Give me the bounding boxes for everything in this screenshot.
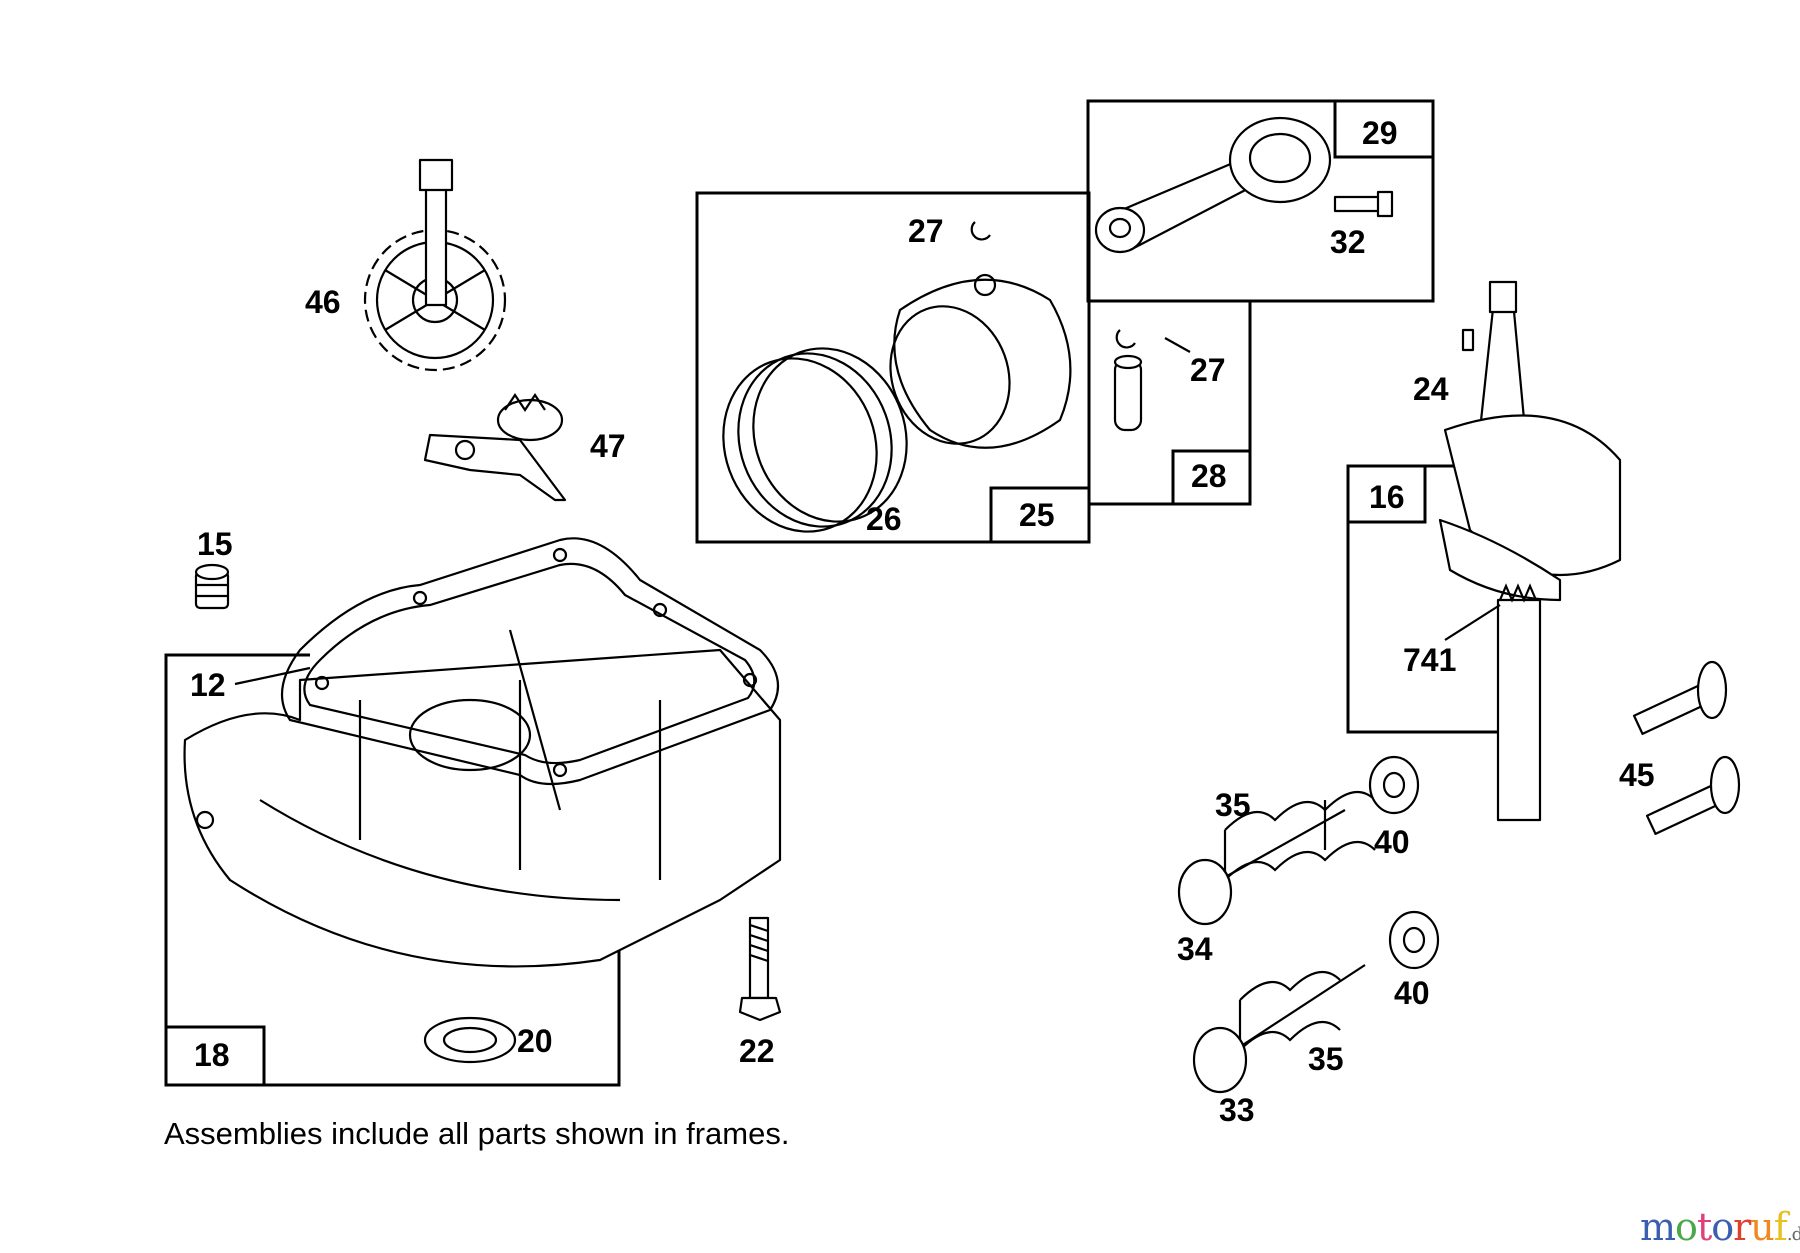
tappet-part bbox=[1632, 660, 1741, 835]
intake-valve-spring-part bbox=[1177, 790, 1376, 926]
callout-35-exhaust: 35 bbox=[1308, 1041, 1344, 1077]
frame-16 bbox=[1346, 464, 1504, 734]
callout-27-pin: 27 bbox=[1190, 352, 1226, 388]
callout-33: 33 bbox=[1219, 1092, 1255, 1128]
retainer-part bbox=[1368, 755, 1440, 970]
callout-35-intake: 35 bbox=[1215, 787, 1251, 823]
callout-16: 16 bbox=[1369, 479, 1405, 515]
callout-24: 24 bbox=[1413, 371, 1449, 407]
callout-32: 32 bbox=[1330, 224, 1366, 260]
crankshaft-part bbox=[1438, 280, 1622, 822]
exhaust-valve-spring-part bbox=[1192, 964, 1366, 1094]
caption: Assemblies include all parts shown in fr… bbox=[164, 1116, 789, 1151]
oil-seal-part bbox=[423, 1016, 517, 1064]
watermark-logo: motoruf.de bbox=[1640, 1205, 1800, 1249]
camshaft-gear-part bbox=[363, 158, 507, 372]
sump-part bbox=[183, 629, 782, 968]
callout-40-exhaust: 40 bbox=[1394, 975, 1430, 1011]
callout-29: 29 bbox=[1362, 115, 1398, 151]
callout-45: 45 bbox=[1619, 757, 1655, 793]
callout-46: 46 bbox=[305, 284, 341, 320]
frame-29 bbox=[1086, 99, 1435, 303]
callout-15: 15 bbox=[197, 526, 233, 562]
connecting-rod-part bbox=[1094, 116, 1332, 254]
piston-rings-part bbox=[722, 347, 908, 533]
piston-part bbox=[889, 273, 1072, 449]
frame-18 bbox=[164, 653, 621, 1087]
callout-47: 47 bbox=[590, 428, 626, 464]
rod-bolt-part bbox=[1333, 190, 1394, 218]
piston-pin-part bbox=[1113, 354, 1143, 432]
callout-20: 20 bbox=[517, 1023, 553, 1059]
callout-27-piston: 27 bbox=[908, 213, 944, 249]
callout-25: 25 bbox=[1019, 497, 1055, 533]
callout-26: 26 bbox=[866, 501, 902, 537]
callout-28: 28 bbox=[1191, 458, 1227, 494]
gasket-part bbox=[234, 537, 780, 786]
callout-34: 34 bbox=[1177, 931, 1213, 967]
callout-18: 18 bbox=[194, 1037, 230, 1073]
callout-22: 22 bbox=[739, 1033, 775, 1069]
callout-12: 12 bbox=[190, 667, 226, 703]
callout-741: 741 bbox=[1403, 642, 1456, 678]
plug-part bbox=[194, 563, 230, 610]
frame-28 bbox=[1088, 299, 1252, 506]
governor-part bbox=[423, 393, 567, 502]
bolt-part bbox=[738, 916, 782, 1022]
callout-40-intake: 40 bbox=[1374, 824, 1410, 860]
piston-pin-clip-part bbox=[970, 221, 1191, 353]
frame-25 bbox=[695, 191, 1091, 544]
key-part bbox=[1461, 328, 1475, 352]
